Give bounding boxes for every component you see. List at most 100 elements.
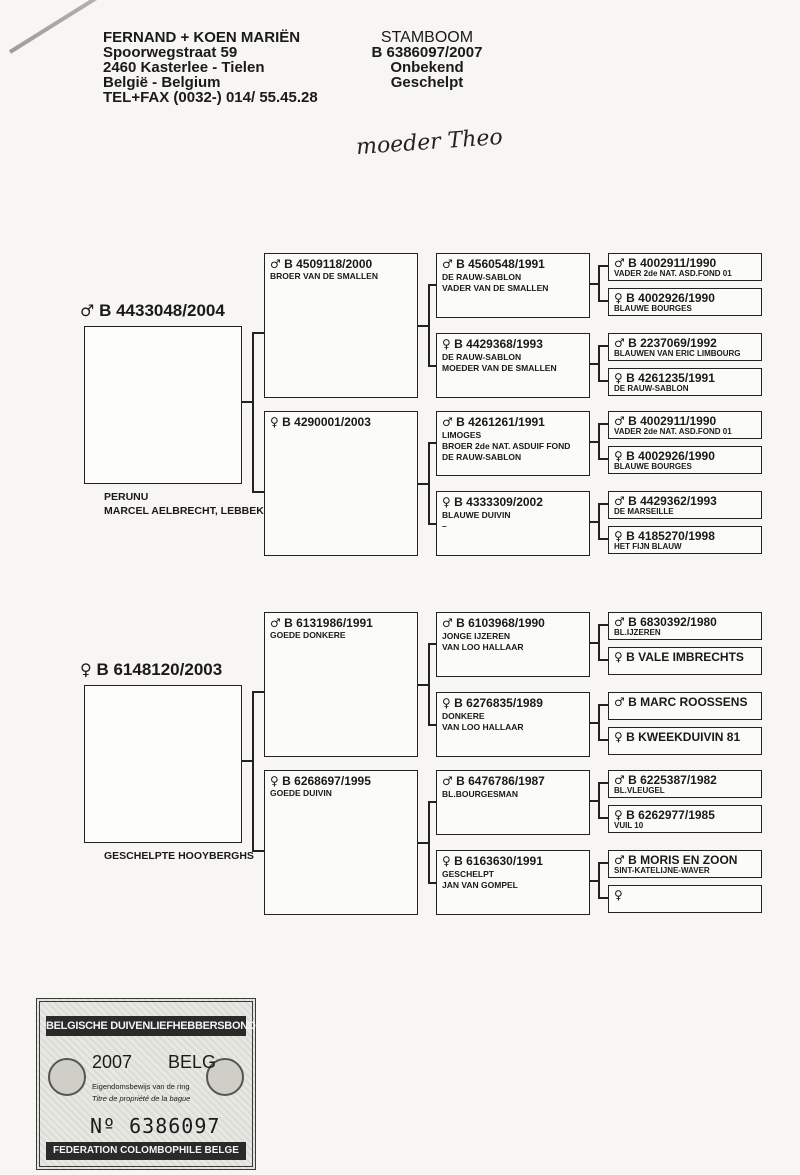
sire-dam-sire-dam-line: BLAUWE BOURGES: [614, 462, 692, 471]
dam-dam-sire-sire-ring-text: B 6225387/1982: [628, 773, 717, 787]
sire-sire-sire-dam-line: BLAUWE BOURGES: [614, 304, 692, 313]
sire-connector: [428, 442, 436, 444]
owner-phone: TEL+FAX (0032-) 014/ 55.45.28: [103, 89, 318, 106]
female-symbol-icon: ♀: [80, 660, 92, 679]
owner-country: België - Belgium: [103, 74, 221, 91]
dam-connector: [590, 722, 598, 724]
handwritten-note: moeder Theo: [355, 124, 504, 161]
sire-dam-dam-sire-ring-text: B 4429362/1993: [628, 494, 717, 508]
dam-sire-dam-dam-ring-text: B KWEEKDUIVIN 81: [626, 730, 741, 744]
dam-connector: [598, 817, 608, 819]
dam-connector: [428, 801, 430, 883]
pigeon-ring-number: B 6386097/2007: [371, 44, 483, 61]
stamp-federation-nl: BELGISCHE DUIVENLIEFHEBBERSBOND: [46, 1016, 256, 1036]
sire-sire-sire-sire-ring-text: B 4002911/1990: [628, 256, 717, 270]
sire-dam-dam-line: BLAUWE DUIVIN: [442, 510, 511, 520]
sire-connector: [252, 491, 264, 493]
sire-sire-dam-dam-line: DE RAUW-SABLON: [614, 384, 689, 393]
dam-dam-dam-ring: ♀ B 6163630/1991: [442, 854, 584, 868]
sire-sire-ring-text: B 4509118/2000: [284, 257, 373, 271]
dam-sire-dam-ring: ♀ B 6276835/1989: [442, 696, 584, 710]
stamp-ring-number: Nº 6386097: [90, 1114, 221, 1138]
sire-dam-dam-dam-ring-text: B 4185270/1998: [626, 529, 715, 543]
dam-sire-line: GOEDE DONKERE: [270, 630, 346, 640]
sire-sire-dam-ring-text: B 4429368/1993: [454, 337, 543, 351]
dam-sire-dam-line: DONKERE: [442, 711, 485, 721]
dam-caption-line: GESCHELPTE HOOYBERGHS: [104, 850, 254, 862]
sire-sire-sire-dam-ring-text: B 4002926/1990: [626, 291, 715, 305]
sire-dam-dam-sire-line: DE MARSEILLE: [614, 507, 674, 516]
dam-connector: [418, 684, 428, 686]
dam-sire-dam-sire-content: ♂ B MARC ROOSSENS: [609, 693, 761, 711]
male-symbol-icon: ♂: [614, 414, 625, 428]
male-symbol-icon: ♂: [614, 256, 625, 270]
sire-connector: [598, 458, 608, 460]
dam-sire-dam-ring-text: B 6276835/1989: [454, 696, 543, 710]
dam-connector: [242, 760, 252, 762]
sire-caption-line: MARCEL AELBRECHT, LEBBEKE: [104, 505, 271, 517]
sire-connector: [428, 365, 436, 367]
dam-ring-text: B 6148120/2003: [96, 660, 223, 679]
sire-sire-dam-sire-ring-text: B 2237069/1992: [628, 336, 717, 350]
sire-dam-ring: ♀ B 4290001/2003: [270, 415, 412, 429]
sire-connector: [590, 283, 598, 285]
dam-connector: [428, 643, 430, 725]
sire-sire-sire-sire-ring: ♂ B 4002911/1990: [614, 257, 756, 269]
dam-connector: [428, 643, 436, 645]
dam-dam-dam-line: GESCHELPT: [442, 869, 494, 879]
stamp-ownership-fr: Titre de propriété de la bague: [92, 1094, 191, 1103]
sire-connector: [590, 521, 598, 523]
dam-connector: [598, 624, 600, 660]
dam-connector: [598, 624, 608, 626]
dam-connector: [418, 842, 428, 844]
stamp-federation-fr: FEDERATION COLOMBOPHILE BELGE: [46, 1142, 246, 1160]
male-symbol-icon: ♂: [442, 415, 453, 429]
dam-sire-dam-dam-ring: ♀ B KWEEKDUIVIN 81: [614, 731, 756, 743]
sire-dam-sire-ring: ♂ B 4261261/1991: [442, 415, 584, 429]
dam-connector: [590, 880, 598, 882]
stamp-country: BELG: [168, 1052, 217, 1072]
sire-dam-dam-dam-line: HET FIJN BLAUW: [614, 542, 682, 551]
owner-address: FERNAND + KOEN MARIËN Spoorwegstraat 59 …: [103, 30, 318, 105]
sire-connector: [428, 442, 430, 524]
sire-sire-sire-line: VADER VAN DE SMALLEN: [442, 283, 549, 293]
dam-dam-sire-ring: ♂ B 6476786/1987: [442, 774, 584, 788]
sire-dam-content: ♀ B 4290001/2003: [265, 412, 417, 432]
dam-sire-sire-dam-content: ♀ B VALE IMBRECHTS: [609, 648, 761, 666]
owner-name: FERNAND + KOEN MARIËN: [103, 29, 301, 46]
dam-dam-sire-dam-line: VUIL 10: [614, 821, 644, 830]
sire-connector: [590, 441, 598, 443]
dam-sire-sire-sire-ring-text: B 6830392/1980: [628, 615, 717, 629]
female-symbol-icon: ♀: [614, 730, 623, 744]
dam-connector: [598, 897, 608, 899]
dam-dam-line: GOEDE DUIVIN: [270, 788, 332, 798]
dam-connector: [428, 801, 436, 803]
sire-dam-sire-sire-line: VADER 2de NAT. ASD.FOND 01: [614, 427, 732, 436]
dam-dam-dam-sire-line: SINT-KATELIJNE-WAVER: [614, 866, 710, 875]
sire-dam-dam-ring-text: B 4333309/2002: [454, 495, 543, 509]
